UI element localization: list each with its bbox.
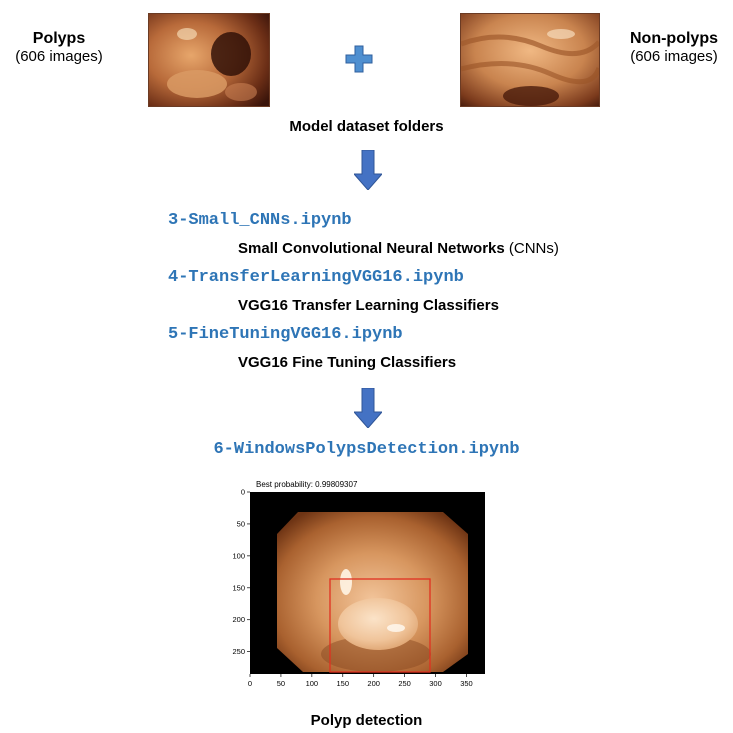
notebook-file-5: 5-FineTuningVGG16.ipynb	[168, 325, 403, 344]
x-tick-label: 350	[460, 679, 473, 688]
notebook-desc-4: VGG16 Transfer Learning Classifiers	[238, 297, 499, 314]
x-tick-label: 300	[429, 679, 442, 688]
non-polyp-thumbnail	[460, 13, 600, 107]
notebook-desc-3-extra: (CNNs)	[509, 240, 559, 257]
plus-icon	[344, 44, 374, 74]
notebook-file-3: 3-Small_CNNs.ipynb	[168, 211, 352, 230]
down-arrow-icon	[354, 388, 382, 428]
dataset-caption: Model dataset folders	[0, 118, 733, 135]
notebook-desc-3-main: Small Convolutional Neural Networks	[238, 240, 505, 257]
y-tick-label: 250	[232, 647, 245, 656]
final-caption: Polyp detection	[0, 712, 733, 729]
x-tick-label: 0	[248, 679, 252, 688]
notebook-desc-3: Small Convolutional Neural Networks (CNN…	[238, 240, 559, 257]
x-tick-label: 100	[306, 679, 319, 688]
polyps-count: (606 images)	[0, 48, 118, 65]
x-tick-label: 200	[367, 679, 380, 688]
y-tick-label: 0	[241, 488, 245, 497]
non-polyps-title: Non-polyps	[615, 30, 733, 48]
plot-title: Best probability: 0.99809307	[256, 480, 358, 489]
polyps-title: Polyps	[0, 30, 118, 48]
detection-notebook: 6-WindowsPolypsDetection.ipynb	[0, 440, 733, 459]
polyp-thumbnail	[148, 13, 270, 107]
x-tick-label: 250	[398, 679, 411, 688]
y-tick-label: 150	[232, 583, 245, 592]
x-tick-label: 50	[277, 679, 285, 688]
detection-plot: Best probability: 0.99809307 0 50 100 150 20…	[228, 478, 496, 706]
y-tick-label: 100	[232, 551, 245, 560]
notebook-file-4: 4-TransferLearningVGG16.ipynb	[168, 268, 464, 287]
notebook-desc-5: VGG16 Fine Tuning Classifiers	[238, 354, 456, 371]
y-tick-label: 200	[232, 615, 245, 624]
non-polyps-count: (606 images)	[615, 48, 733, 65]
x-tick-label: 150	[337, 679, 350, 688]
down-arrow-icon	[354, 150, 382, 190]
y-tick-label: 50	[237, 519, 245, 528]
